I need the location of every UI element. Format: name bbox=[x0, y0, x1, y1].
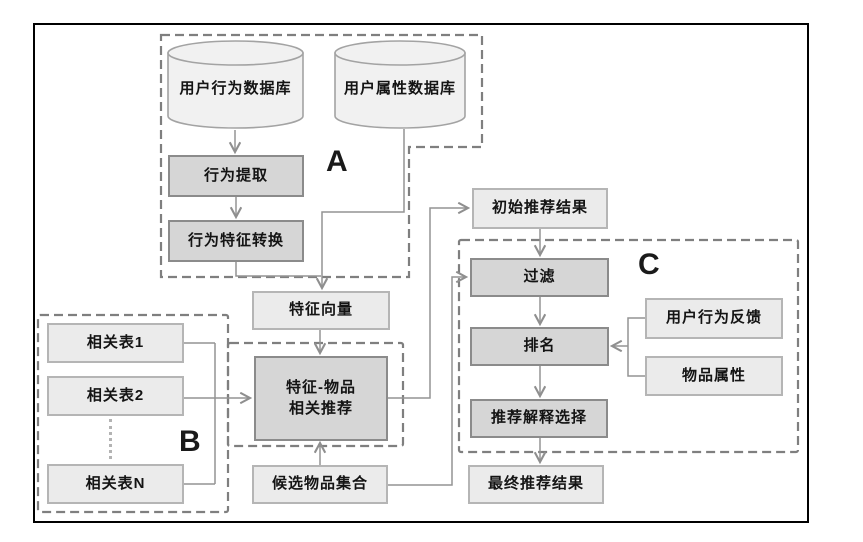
node-label: 初始推荐结果 bbox=[491, 199, 588, 217]
diagram-connectors bbox=[184, 129, 645, 486]
region-label-c: C bbox=[638, 248, 660, 281]
database-cylinders bbox=[167, 40, 466, 129]
node-feature-vector: 特征向量 bbox=[252, 291, 390, 330]
node-behavior-extract: 行为提取 bbox=[168, 155, 304, 197]
node-label: 排名 bbox=[523, 337, 556, 355]
node-label: 特征向量 bbox=[288, 301, 353, 319]
node-label: 推荐解释选择 bbox=[490, 409, 587, 427]
node-final-result: 最终推荐结果 bbox=[468, 465, 604, 504]
node-explain-select: 推荐解释选择 bbox=[470, 399, 608, 438]
node-label: 过滤 bbox=[523, 268, 556, 286]
node-feature-item-recommend: 特征-物品 相关推荐 bbox=[254, 356, 388, 441]
node-rank: 排名 bbox=[470, 327, 609, 366]
node-label: 行为提取 bbox=[203, 166, 268, 184]
node-label: 相关表2 bbox=[86, 386, 145, 404]
node-label: 用户行为数据库 bbox=[179, 79, 292, 97]
node-label: 用户行为反馈 bbox=[665, 309, 762, 327]
node-label: 特征-物品 相关推荐 bbox=[286, 379, 356, 417]
node-label: 物品属性 bbox=[681, 366, 746, 384]
attribute-db-cylinder-top bbox=[334, 40, 466, 66]
attribute-db-cylinder-body bbox=[334, 52, 466, 129]
node-label: 行为特征转换 bbox=[187, 231, 284, 249]
node-rel-table-n: 相关表N bbox=[47, 464, 184, 504]
edge-feedback-merge bbox=[627, 317, 645, 346]
edge-attributedb-featurevector bbox=[322, 129, 405, 288]
region-a-outline bbox=[159, 33, 484, 279]
edge-featureitem-initialresult bbox=[388, 208, 468, 399]
edge-convert-merge bbox=[235, 261, 321, 277]
node-item-attribute: 物品属性 bbox=[645, 356, 783, 396]
node-user-feedback: 用户行为反馈 bbox=[645, 298, 783, 339]
node-label: 候选物品集合 bbox=[271, 475, 368, 493]
node-label: 最终推荐结果 bbox=[487, 475, 584, 493]
node-behavior-feature-convert: 行为特征转换 bbox=[168, 220, 304, 262]
region-c-outline bbox=[457, 238, 800, 454]
node-label: 相关表N bbox=[85, 474, 146, 492]
node-initial-result: 初始推荐结果 bbox=[472, 188, 608, 229]
node-attribute-database: 用户属性数据库 bbox=[337, 64, 463, 114]
node-rel-table-2: 相关表2 bbox=[47, 376, 184, 416]
node-label: 相关表1 bbox=[86, 333, 145, 351]
behavior-db-cylinder-body bbox=[167, 52, 304, 129]
edge-candidate-filter bbox=[388, 277, 466, 486]
edge-itemattr-merge bbox=[627, 346, 645, 377]
node-rel-table-1: 相关表1 bbox=[47, 323, 184, 363]
node-candidate-set: 候选物品集合 bbox=[252, 465, 388, 504]
region-label-a: A bbox=[326, 145, 348, 178]
node-behavior-database: 用户行为数据库 bbox=[170, 64, 301, 114]
ellipsis-dots bbox=[109, 419, 112, 459]
behavior-db-cylinder-top bbox=[167, 40, 304, 66]
region-label-b: B bbox=[179, 425, 201, 458]
node-label: 用户属性数据库 bbox=[343, 79, 456, 97]
node-filter: 过滤 bbox=[470, 258, 609, 297]
